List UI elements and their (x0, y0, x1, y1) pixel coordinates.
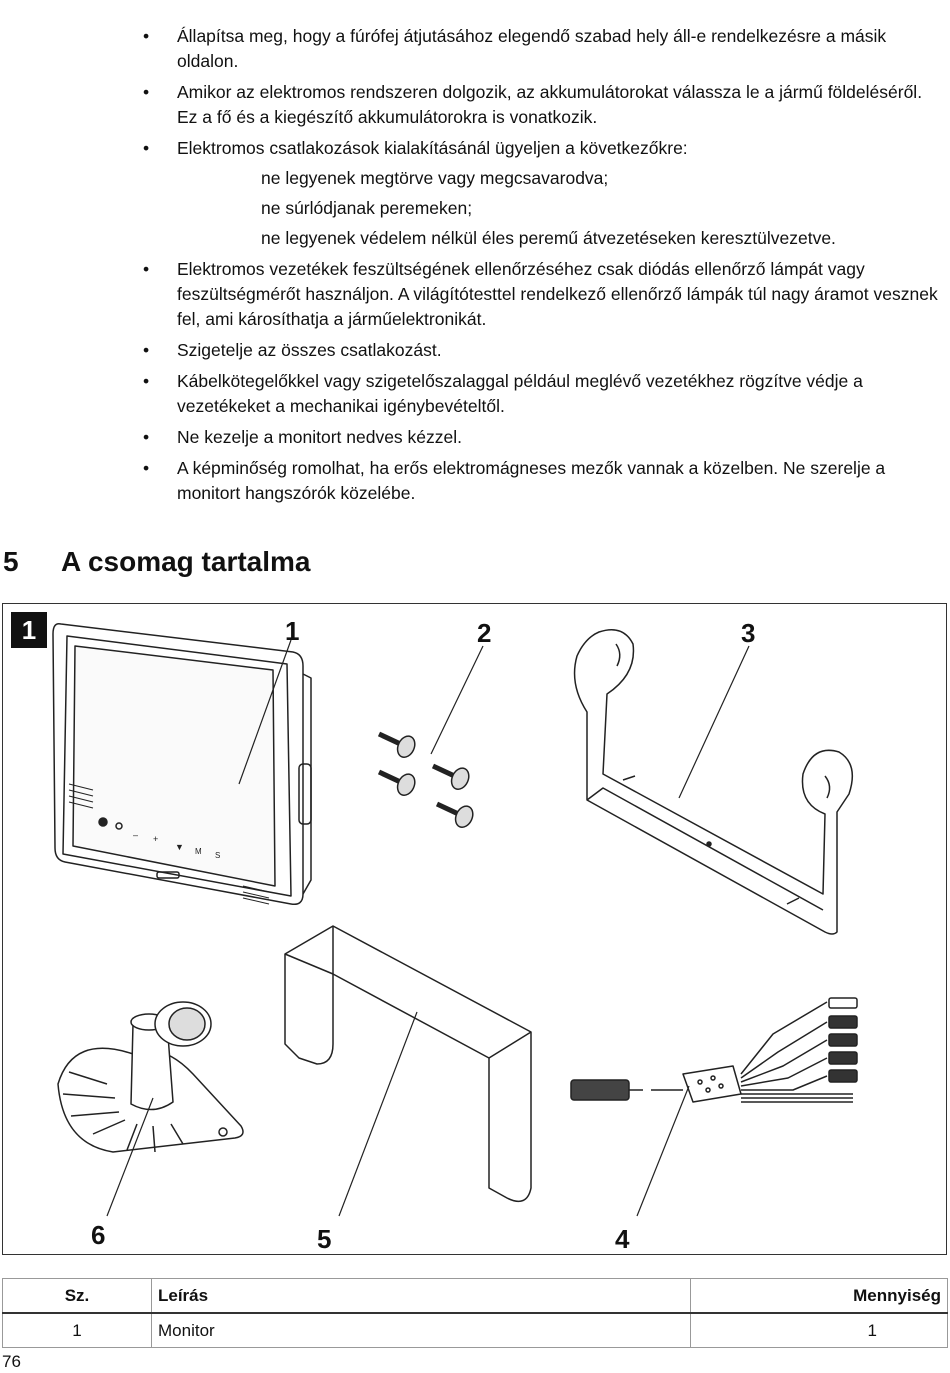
package-contents-figure: 1 – + ▼ M (2, 603, 947, 1255)
section-heading: 5 A csomag tartalma (3, 546, 311, 578)
monitor-button-label: ▼ (175, 842, 184, 852)
monitor-illustration: – + ▼ M S (52, 622, 312, 906)
monitor-button-label: M (195, 847, 202, 856)
bullet-item: • Ne kezelje a monitort nedves kézzel. (143, 425, 943, 450)
callout-number: 3 (741, 618, 755, 648)
monitor-button-label: – (133, 830, 138, 840)
callout-number: 4 (615, 1224, 630, 1254)
table-header-row: Sz. Leírás Mennyiség (2, 1278, 948, 1314)
figure-number-badge: 1 (11, 612, 47, 648)
bullet-marker: • (143, 427, 150, 447)
sub-list: ne legyenek megtörve vagy megcsavarodva;… (177, 166, 943, 251)
speaker-grille (68, 783, 270, 905)
table-row: 1 Monitor 1 (2, 1312, 948, 1348)
callout-number: 1 (285, 616, 299, 646)
section-title: A csomag tartalma (61, 546, 311, 577)
column-header-description: Leírás (151, 1278, 691, 1314)
cell-number: 1 (2, 1312, 152, 1348)
column-header-number: Sz. (2, 1278, 152, 1314)
sun-hood-illustration (284, 925, 532, 1203)
bullet-item: • Amikor az elektromos rendszeren dolgozi… (143, 80, 943, 130)
safety-bullet-list: • Állapítsa meg, hogy a fúrófej átjutásáh… (143, 24, 943, 512)
bullet-text: Elektromos csatlakozások kialakításánál … (177, 138, 688, 158)
package-contents-table: Sz. Leírás Mennyiség 1 Monitor 1 (2, 1278, 948, 1348)
bullet-text: Állapítsa meg, hogy a fúrófej átjutásáho… (177, 26, 887, 71)
bullet-text: A képminőség romolhat, ha erős elektromá… (177, 458, 886, 503)
callout-number: 5 (317, 1224, 331, 1254)
callout-number: 2 (477, 618, 491, 648)
screws-illustration (377, 731, 474, 828)
bullet-text: Elektromos vezetékek feszültségének elle… (177, 259, 938, 329)
cable-harness-illustration (570, 997, 858, 1103)
bullet-item: • Elektromos vezetékek feszültségének ell… (143, 257, 943, 332)
bullet-text: Szigetelje az összes csatlakozást. (177, 340, 442, 360)
sub-item: ne legyenek védelem nélkül éles peremű á… (261, 228, 836, 248)
bullet-item: • Szigetelje az összes csatlakozást. (143, 338, 943, 363)
bullet-marker: • (143, 259, 150, 279)
bullet-text: Amikor az elektromos rendszeren dolgozik… (177, 82, 923, 127)
page-number: 76 (2, 1352, 21, 1371)
bullet-text: Ne kezelje a monitort nedves kézzel. (177, 427, 462, 447)
bullet-item: • Állapítsa meg, hogy a fúrófej átjutásáh… (143, 24, 943, 74)
bullet-marker: • (143, 138, 150, 158)
suction-mount-illustration (57, 1001, 244, 1153)
bullet-marker: • (143, 458, 150, 478)
figure-illustration: – + ▼ M S (52, 616, 858, 1254)
column-header-quantity: Mennyiség (690, 1278, 948, 1314)
bullet-item: • A képminőség romolhat, ha erős elektrom… (143, 456, 943, 506)
bullet-marker: • (143, 371, 150, 391)
bullet-marker: • (143, 26, 150, 46)
cell-quantity: 1 (690, 1312, 948, 1348)
monitor-button-label: S (215, 851, 220, 860)
sub-item: ne súrlódjanak peremeken; (261, 198, 473, 218)
bullet-item: • Elektromos csatlakozások kialakításánál… (143, 136, 943, 251)
cell-description: Monitor (151, 1312, 691, 1348)
bullet-marker: • (143, 82, 150, 102)
monitor-button-label: + (153, 834, 158, 844)
callout-number: 6 (91, 1220, 105, 1250)
u-bracket-illustration (573, 629, 854, 935)
section-number: 5 (3, 546, 19, 577)
bullet-text: Kábelkötegelőkkel vagy szigetelőszalagga… (177, 371, 863, 416)
sub-item: ne legyenek megtörve vagy megcsavarodva; (261, 168, 609, 188)
bullet-marker: • (143, 340, 150, 360)
bullet-item: • Kábelkötegelőkkel vagy szigetelőszalagg… (143, 369, 943, 419)
